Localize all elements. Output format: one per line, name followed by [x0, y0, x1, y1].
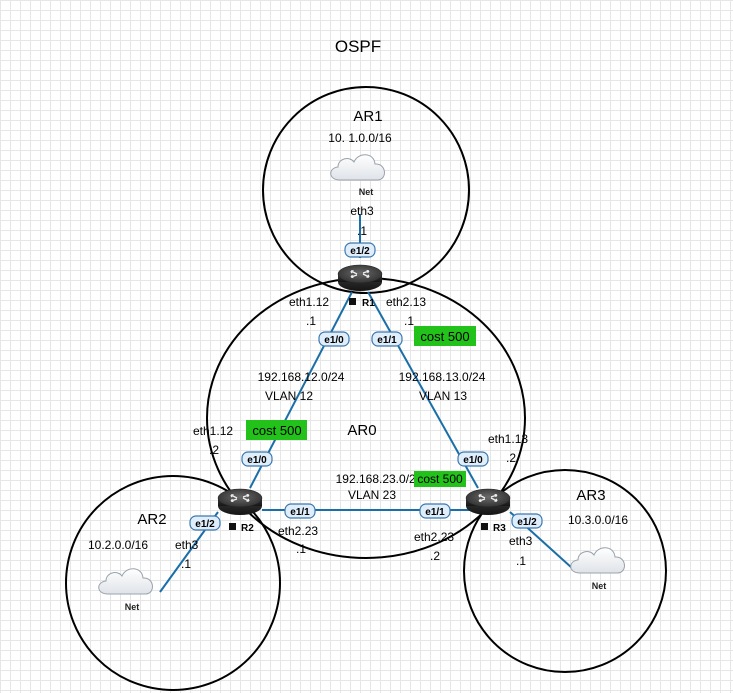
- net-label: Net: [592, 581, 607, 591]
- port-r3-e1-2[interactable]: e1/2: [511, 513, 543, 529]
- svg-text:e1/0: e1/0: [324, 335, 344, 346]
- r3-eth3-label: eth3: [509, 534, 533, 548]
- router-r1[interactable]: R1: [337, 264, 383, 309]
- area-ar0-boundary: [206, 277, 526, 559]
- port-r3-e1-1[interactable]: e1/1: [419, 503, 451, 519]
- r1-eth1-12-ip: .1: [306, 314, 316, 328]
- svg-text:cost 500: cost 500: [420, 329, 469, 344]
- area-ar3-label: AR3: [576, 487, 605, 504]
- svg-text:cost 500: cost 500: [417, 472, 463, 486]
- r1-r2-vlan: VLAN 12: [265, 389, 313, 403]
- cloud-icon: [570, 547, 625, 574]
- cost-badge-r1-r3: cost 500: [414, 326, 476, 346]
- ar1-eth3-ip: .1: [357, 224, 367, 238]
- area-ar2-label: AR2: [137, 511, 166, 528]
- r1-eth2-13-label: eth2.13: [386, 295, 426, 309]
- port-r2-e1-1[interactable]: e1/1: [284, 503, 316, 519]
- net-label: Net: [125, 602, 140, 612]
- router-r2-label: R2: [241, 523, 254, 534]
- area-ar2-network: 10.2.0.0/16: [88, 538, 148, 552]
- router-icon: [217, 488, 263, 516]
- r2-eth2-23-label: eth2.23: [278, 524, 318, 538]
- cost-badge-r2-r3: cost 500: [414, 471, 466, 487]
- r3-eth2-23-ip: .2: [430, 549, 440, 563]
- router-r3-label: R3: [493, 523, 506, 534]
- router-icon: [465, 488, 511, 516]
- r1-r3-vlan: VLAN 13: [419, 389, 467, 403]
- svg-text:e1/2: e1/2: [517, 517, 537, 528]
- port-r1-e1-2[interactable]: e1/2: [344, 242, 376, 258]
- port-r3-e1-0[interactable]: e1/0: [457, 451, 489, 467]
- ar2-net-cloud[interactable]: Net: [98, 568, 153, 612]
- svg-text:cost 500: cost 500: [252, 423, 301, 438]
- r2-r3-subnet: 192.168.23.0/24: [336, 472, 423, 486]
- svg-text:e1/2: e1/2: [350, 246, 370, 257]
- cost-badge-r2-r1: cost 500: [246, 420, 307, 440]
- ar1-net-cloud[interactable]: Net: [330, 154, 385, 197]
- r3-eth1-13-label: eth1.13: [488, 432, 528, 446]
- area-ar2-boundary: [65, 475, 281, 691]
- cloud-icon: [98, 568, 153, 595]
- svg-text:e1/0: e1/0: [247, 455, 267, 466]
- ar3-net-cloud[interactable]: Net: [570, 547, 625, 591]
- ar1-eth3-label: eth3: [350, 204, 374, 218]
- router-status-icon: [349, 298, 356, 305]
- r1-r2-subnet: 192.168.12.0/24: [258, 370, 345, 384]
- area-ar1-label: AR1: [353, 108, 382, 125]
- r2-r3-vlan: VLAN 23: [348, 488, 396, 502]
- r2-eth1-12-ip: .2: [209, 443, 219, 457]
- router-icon: [337, 264, 383, 292]
- router-r2[interactable]: R2: [217, 488, 263, 534]
- cloud-icon: [330, 154, 385, 181]
- diagram-title: OSPF: [335, 37, 381, 56]
- svg-text:e1/1: e1/1: [377, 335, 397, 346]
- router-r3[interactable]: R3: [465, 488, 511, 534]
- port-r2-e1-0[interactable]: e1/0: [241, 451, 273, 467]
- router-r1-label: R1: [362, 298, 375, 309]
- r3-eth1-13-ip: .2: [506, 451, 516, 465]
- area-ar1-network: 10. 1.0.0/16: [328, 131, 392, 145]
- r2-eth3-ip: .1: [181, 557, 191, 571]
- r1-eth1-12-label: eth1.12: [289, 295, 329, 309]
- area-ar1-boundary: [262, 86, 470, 294]
- r2-eth2-23-ip: .1: [296, 542, 306, 556]
- router-status-icon: [229, 523, 236, 530]
- r1-eth2-13-ip: .1: [404, 314, 414, 328]
- port-r2-e1-2[interactable]: e1/2: [189, 515, 221, 531]
- port-r1-e1-1[interactable]: e1/1: [371, 331, 403, 347]
- area-ar0-label: AR0: [347, 422, 376, 439]
- r3-eth2-23-label: eth2.23: [414, 530, 454, 544]
- router-status-icon: [481, 523, 488, 530]
- svg-text:e1/1: e1/1: [425, 507, 445, 518]
- port-r1-e1-0[interactable]: e1/0: [318, 331, 350, 347]
- svg-text:e1/0: e1/0: [463, 455, 483, 466]
- area-ar3-network: 10.3.0.0/16: [568, 513, 628, 527]
- r2-eth3-label: eth3: [175, 538, 199, 552]
- svg-text:e1/2: e1/2: [195, 519, 215, 530]
- r1-r3-subnet: 192.168.13.0/24: [399, 370, 486, 384]
- net-label: Net: [359, 187, 374, 197]
- area-ar3-boundary: [463, 469, 667, 673]
- r3-eth3-ip: .1: [516, 554, 526, 568]
- r2-eth1-12-label: eth1.12: [193, 424, 233, 438]
- svg-text:e1/1: e1/1: [290, 507, 310, 518]
